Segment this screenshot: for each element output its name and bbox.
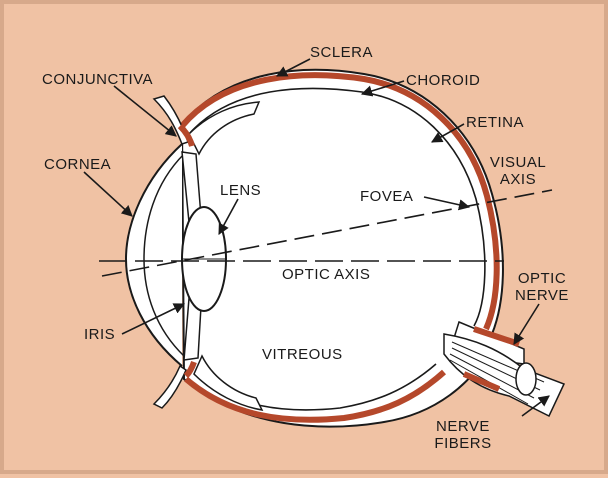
label-optic-nerve-line1: OPTIC	[506, 270, 578, 287]
optic-nerve-cross-section	[516, 363, 536, 395]
label-vitreous: VITREOUS	[262, 346, 343, 363]
label-optic-nerve-line2: NERVE	[506, 287, 578, 304]
label-retina: RETINA	[466, 114, 524, 131]
label-optic-axis: OPTIC AXIS	[282, 266, 370, 283]
label-sclera: SCLERA	[310, 44, 373, 61]
conjunctiva-lower	[154, 366, 186, 408]
label-lens: LENS	[220, 182, 261, 199]
label-nerve-fibers: NERVE FIBERS	[424, 418, 502, 452]
cornea-pointer	[84, 172, 132, 216]
label-nerve-fibers-line1: NERVE	[424, 418, 502, 435]
label-nerve-fibers-line2: FIBERS	[424, 435, 502, 452]
conjunctiva-shape	[154, 96, 188, 144]
label-optic-nerve: OPTIC NERVE	[506, 270, 578, 304]
optic-nerve-pointer	[514, 304, 539, 344]
label-conjunctiva: CONJUNCTIVA	[42, 71, 153, 88]
sclera-shape	[182, 70, 503, 427]
label-visual-axis: VISUAL AXIS	[482, 154, 554, 188]
label-iris: IRIS	[84, 326, 115, 343]
label-choroid: CHOROID	[406, 72, 480, 89]
cornea-shape	[126, 144, 182, 366]
label-visual-axis-line1: VISUAL	[482, 154, 554, 171]
label-cornea: CORNEA	[44, 156, 111, 173]
label-visual-axis-line2: AXIS	[482, 171, 554, 188]
label-fovea: FOVEA	[360, 188, 413, 205]
